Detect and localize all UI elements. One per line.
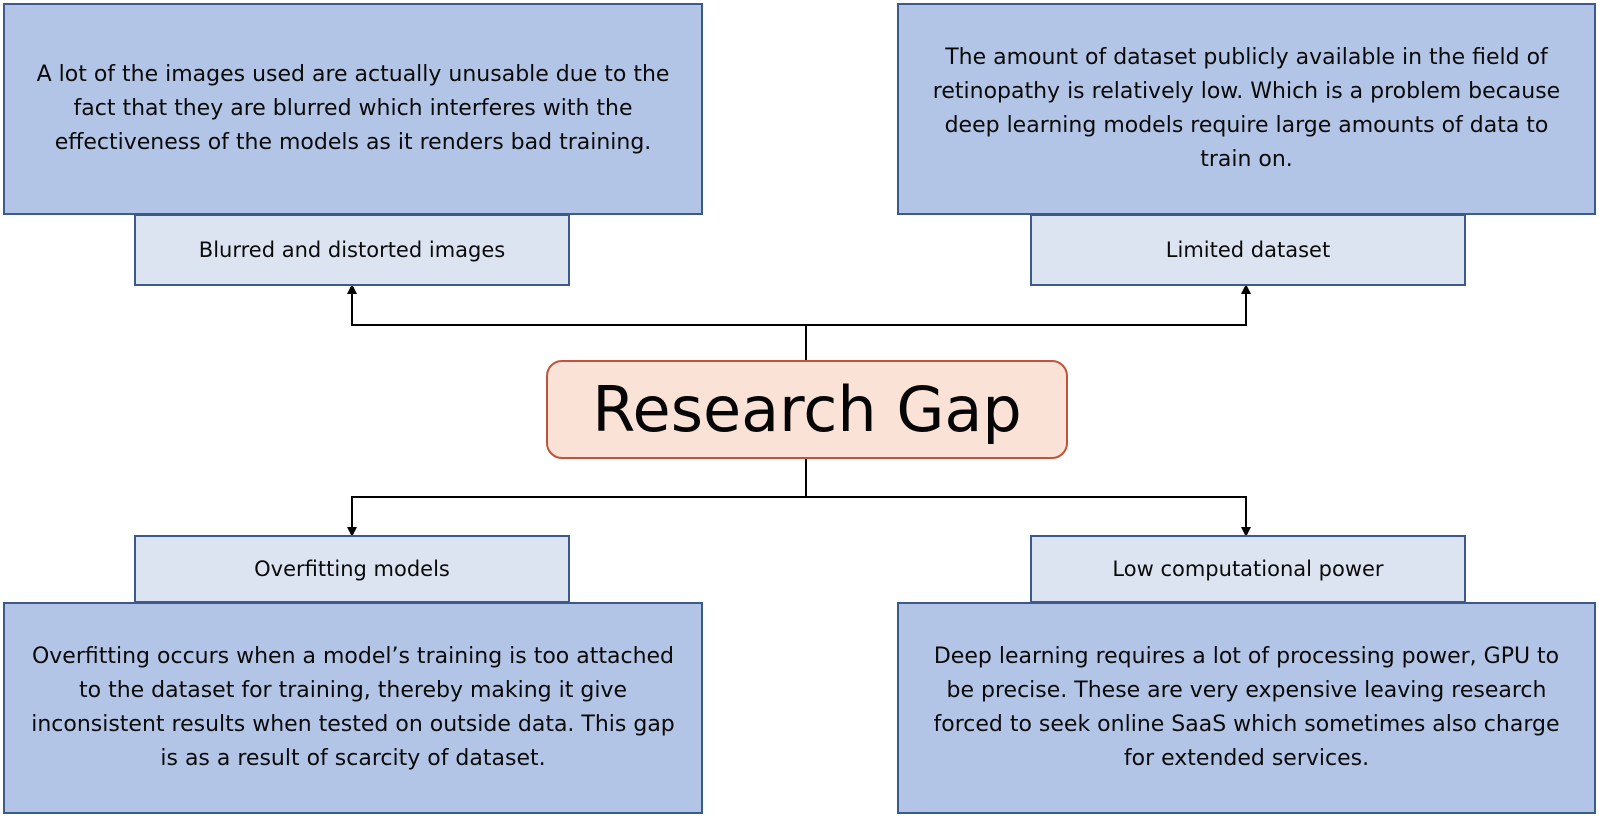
connector-to-compute	[806, 496, 1251, 537]
overfitting-models-description: Overfitting occurs when a model’s traini…	[31, 644, 675, 771]
blurred-images-description-box: A lot of the images used are actually un…	[3, 3, 703, 215]
limited-dataset-description-box: The amount of dataset publicly available…	[897, 3, 1596, 215]
low-compute-description-box: Deep learning requires a lot of processi…	[897, 602, 1596, 814]
overfitting-models-label-box: Overfitting models	[134, 535, 570, 603]
limited-dataset-label-box: Limited dataset	[1030, 214, 1466, 286]
blurred-images-label: Blurred and distorted images	[198, 238, 506, 262]
low-compute-label-box: Low computational power	[1030, 535, 1466, 603]
limited-dataset-label: Limited dataset	[1165, 238, 1331, 262]
connector-to-overfitting	[347, 496, 806, 537]
connector-to-blurred	[347, 284, 806, 326]
overfitting-models-label: Overfitting models	[254, 557, 450, 581]
overfitting-models-description-box: Overfitting occurs when a model’s traini…	[3, 602, 703, 814]
connector-to-limited	[806, 284, 1251, 326]
low-compute-label: Low computational power	[1112, 557, 1384, 581]
limited-dataset-description: The amount of dataset publicly available…	[932, 45, 1561, 172]
research-gap-center-box: Research Gap	[546, 360, 1068, 459]
blurred-images-description: A lot of the images used are actually un…	[36, 62, 670, 155]
blurred-images-label-box: Blurred and distorted images	[134, 214, 570, 286]
low-compute-description: Deep learning requires a lot of processi…	[933, 644, 1560, 771]
research-gap-title: Research Gap	[592, 373, 1022, 446]
